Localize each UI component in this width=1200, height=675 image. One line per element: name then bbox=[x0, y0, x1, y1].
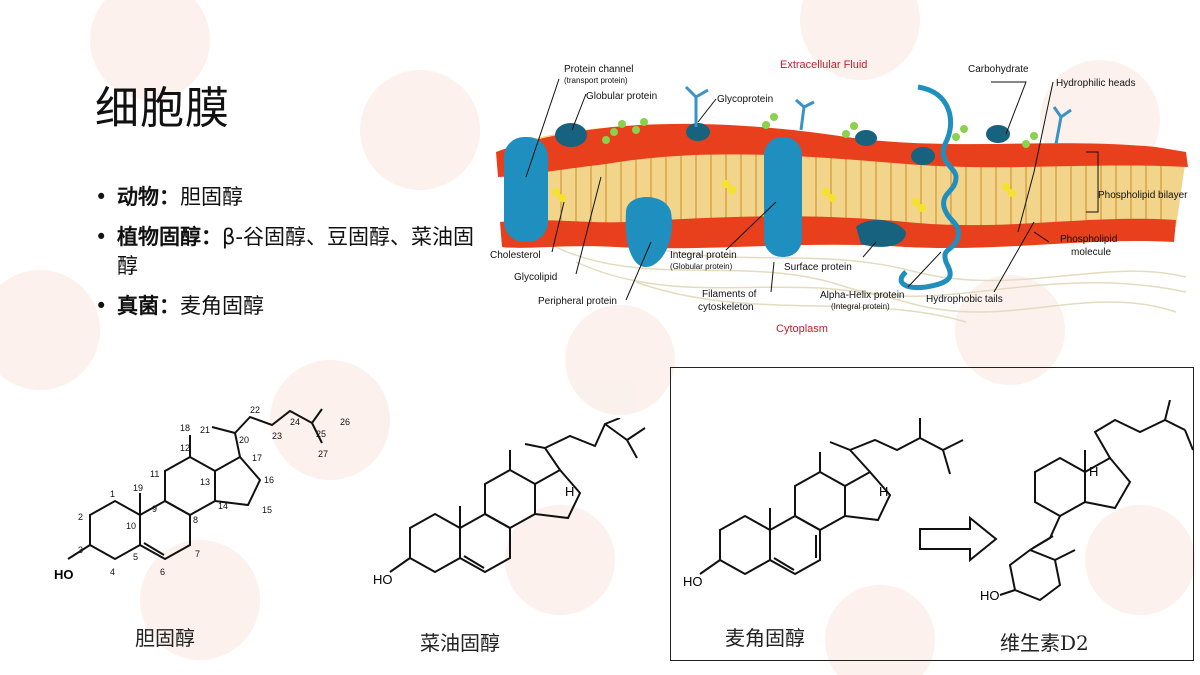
label-protein-channel-sub: (transport protein) bbox=[564, 76, 628, 85]
label-glycolipid: Glycolipid bbox=[514, 272, 557, 283]
svg-text:3: 3 bbox=[78, 545, 83, 555]
vitamin-d2-ho: HO bbox=[980, 588, 1000, 603]
svg-text:25: 25 bbox=[316, 429, 326, 439]
label-hydrophilic-heads: Hydrophilic heads bbox=[1056, 78, 1136, 89]
svg-text:27: 27 bbox=[318, 449, 328, 459]
svg-text:20: 20 bbox=[239, 435, 249, 445]
bullet-animal: 动物：胆固醇 bbox=[95, 183, 475, 212]
svg-text:16: 16 bbox=[264, 475, 274, 485]
cell-membrane-diagram: Extracellular Fluid Protein channel (tra… bbox=[490, 59, 1188, 335]
ergosterol-h: H bbox=[879, 484, 888, 499]
bullet-list: 动物：胆固醇 植物固醇：β-谷固醇、豆固醇、菜油固醇 真菌：麦角固醇 bbox=[95, 183, 475, 332]
svg-text:2: 2 bbox=[78, 512, 83, 522]
cholesterol-structure: HO 1 2 3 4 5 6 7 8 9 10 11 12 13 14 15 1… bbox=[54, 405, 350, 582]
label-phospholipid-bilayer: Phospholipid bilayer bbox=[1098, 190, 1188, 201]
svg-text:6: 6 bbox=[160, 567, 165, 577]
campesterol-ho: HO bbox=[373, 572, 393, 587]
label-hydrophobic-tails: Hydrophobic tails bbox=[926, 294, 1003, 305]
cholesterol-atom-numbers: 1 2 3 4 5 6 7 8 9 10 11 12 13 14 15 16 1… bbox=[78, 405, 350, 577]
conversion-arrow bbox=[919, 515, 998, 563]
svg-text:14: 14 bbox=[218, 501, 228, 511]
svg-text:18: 18 bbox=[180, 423, 190, 433]
label-alpha-helix-sub: (Integral protein) bbox=[831, 302, 890, 311]
svg-text:8: 8 bbox=[193, 515, 198, 525]
membrane-proteins bbox=[504, 123, 1010, 267]
cholesterol-molecules bbox=[552, 180, 1016, 212]
label-globular-protein: Globular protein bbox=[586, 91, 657, 102]
campesterol-structure: H HO bbox=[373, 418, 646, 587]
svg-text:1: 1 bbox=[110, 489, 115, 499]
svg-text:23: 23 bbox=[272, 431, 282, 441]
vitamin-d2-h-1: H bbox=[1089, 464, 1098, 479]
cholesterol-ho: HO bbox=[54, 567, 74, 582]
cytoskeleton-filaments bbox=[545, 231, 1187, 323]
svg-text:12: 12 bbox=[180, 443, 190, 453]
label-glycoprotein: Glycoprotein bbox=[717, 94, 773, 105]
vitamin-d2-structure: H HO bbox=[980, 400, 1194, 603]
label-carbohydrate: Carbohydrate bbox=[968, 64, 1029, 75]
svg-text:17: 17 bbox=[252, 453, 262, 463]
label-phospholipid-2: molecule bbox=[1071, 247, 1111, 258]
vitamin-d2-caption: 维生素D2 bbox=[1000, 631, 1089, 655]
svg-text:22: 22 bbox=[250, 405, 260, 415]
label-integral-protein: Integral protein bbox=[670, 250, 737, 261]
ergosterol-vitamin-d2-box bbox=[670, 367, 1194, 661]
label-peripheral-protein: Peripheral protein bbox=[538, 296, 617, 307]
svg-text:26: 26 bbox=[340, 417, 350, 427]
label-alpha-helix: Alpha-Helix protein bbox=[820, 290, 905, 301]
svg-text:5: 5 bbox=[133, 552, 138, 562]
svg-text:11: 11 bbox=[150, 469, 159, 479]
glycolipid-chains bbox=[602, 113, 1038, 148]
cholesterol-caption: 胆固醇 bbox=[135, 626, 195, 650]
svg-text:9: 9 bbox=[152, 504, 157, 514]
svg-text:7: 7 bbox=[195, 549, 200, 559]
svg-text:4: 4 bbox=[110, 567, 115, 577]
campesterol-caption: 菜油固醇 bbox=[420, 631, 500, 655]
label-surface-protein: Surface protein bbox=[784, 262, 852, 273]
svg-text:15: 15 bbox=[262, 505, 272, 515]
label-pointers bbox=[525, 78, 1099, 301]
label-phospholipid-1: Phospholipid bbox=[1060, 234, 1117, 245]
label-cholesterol: Cholesterol bbox=[490, 250, 541, 261]
top-heads bbox=[496, 123, 1188, 177]
label-integral-protein-sub: (Globular protein) bbox=[670, 262, 733, 271]
alpha-helix-protein bbox=[898, 84, 961, 291]
campesterol-h: H bbox=[565, 484, 574, 499]
svg-text:24: 24 bbox=[290, 417, 300, 427]
glycoprotein-chains bbox=[684, 85, 1072, 145]
svg-text:10: 10 bbox=[126, 521, 136, 531]
label-cytoplasm: Cytoplasm bbox=[776, 323, 828, 335]
label-protein-channel: Protein channel bbox=[564, 64, 634, 75]
svg-text:21: 21 bbox=[200, 425, 210, 435]
bullet-fungi: 真菌：麦角固醇 bbox=[95, 292, 475, 321]
ergosterol-caption: 麦角固醇 bbox=[725, 626, 805, 650]
slide-title: 细胞膜 bbox=[95, 83, 230, 134]
label-extracellular: Extracellular Fluid bbox=[780, 59, 867, 71]
label-filaments-2: cytoskeleton bbox=[698, 302, 754, 313]
svg-text:13: 13 bbox=[200, 477, 210, 487]
svg-text:19: 19 bbox=[133, 483, 143, 493]
bullet-plant-sterol: 植物固醇：β-谷固醇、豆固醇、菜油固醇 bbox=[95, 223, 475, 281]
ergosterol-structure: H HO bbox=[683, 418, 964, 589]
label-filaments-1: Filaments of bbox=[702, 289, 757, 300]
ergosterol-ho: HO bbox=[683, 574, 703, 589]
